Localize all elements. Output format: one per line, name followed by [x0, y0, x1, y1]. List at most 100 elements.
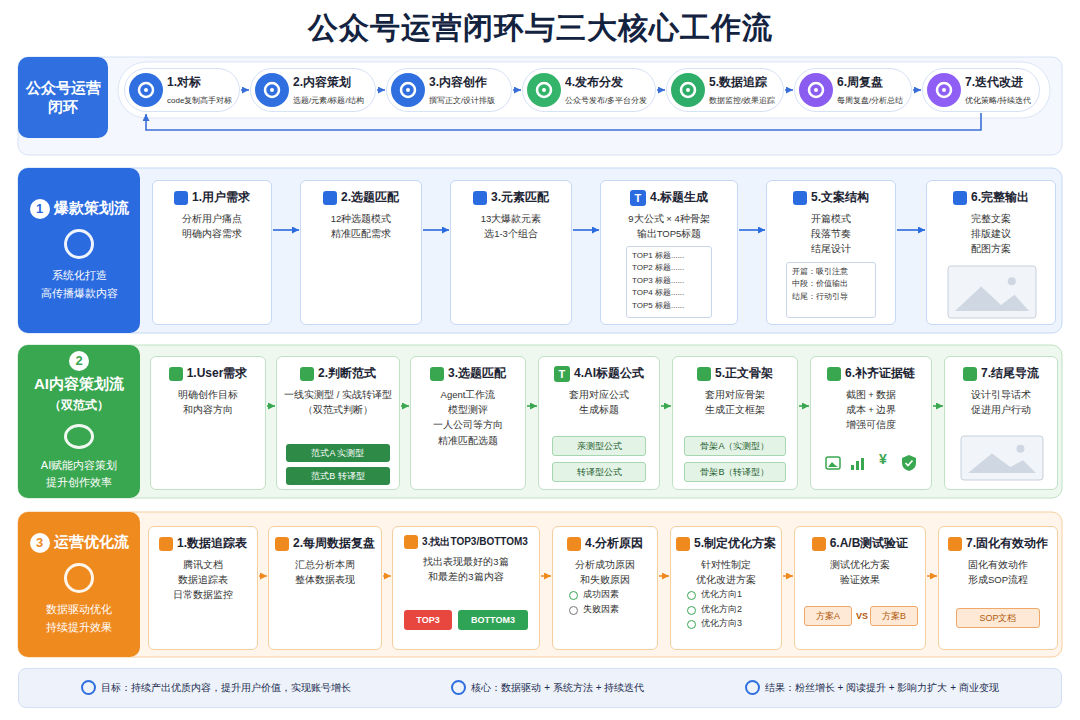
- flow-icon: [64, 229, 94, 259]
- list-item: TOP5 标题......: [632, 300, 706, 312]
- title-row: 公众号运营闭环: [24, 79, 102, 117]
- step-box: 6.A/B测试验证测试优化方案 验证效果 VS 方案A 方案B: [794, 526, 926, 650]
- step-box: 4.分析原因分析成功原因 和失败原因成功因素失败因素: [552, 526, 658, 650]
- tag-label: 范式A 实测型: [311, 447, 364, 460]
- flow-arrow: [146, 113, 981, 130]
- flow-arrow: [897, 229, 925, 231]
- loop-step: 3.内容创作撰写正文/设计排版: [386, 68, 512, 112]
- symbol-label: ¥: [873, 451, 893, 467]
- title-row: 7.结尾导流: [949, 365, 1053, 382]
- step-subtitle: 数据监控/效果追踪: [709, 95, 779, 106]
- title-row: T4.标题生成: [605, 189, 733, 206]
- inner-list: TOP1 标题......TOP2 标题......TOP3 标题......T…: [626, 246, 712, 318]
- step-box: 2.选题匹配12种选题模式 精准匹配需求: [300, 180, 422, 325]
- circ-icon: [129, 73, 163, 107]
- flow-description: 数据驱动优化 持续提升效果: [46, 601, 112, 636]
- step-icon: [174, 191, 188, 205]
- step-title: 1.用户需求: [192, 189, 250, 206]
- step-box: 6.完整输出完整文案 排版建议 配图方案: [926, 180, 1056, 325]
- tag-label: 亲测型公式: [577, 440, 622, 453]
- flow-arrow: [513, 89, 521, 91]
- step-text: 针对性制定 优化改进方案: [675, 557, 777, 587]
- step-subtitle: 每周复盘/分析总结: [837, 95, 907, 106]
- step-title: 3.元素匹配: [491, 189, 549, 206]
- flow-arrow: [383, 575, 391, 577]
- step-box: 5.文案结构开篇模式 段落节奏 结尾设计开篇：吸引注意中段：价值输出结尾：行动引…: [766, 180, 896, 325]
- step-title: 4.发布分发: [565, 74, 651, 91]
- flow-panel: [18, 512, 1062, 657]
- flow-arrow: [423, 229, 449, 231]
- step-title: 7.结尾导流: [981, 365, 1039, 382]
- step-box: 3.元素匹配 13大爆款元素 选1-3个组合: [450, 180, 572, 325]
- flow-arrow: [573, 229, 599, 231]
- flow-arrow: [657, 89, 665, 91]
- flow-label: 2AI内容策划流（双范式）AI赋能内容策划 提升创作效率: [18, 345, 140, 498]
- flow-panel: [18, 168, 1062, 333]
- step-title: 4.分析原因: [585, 535, 643, 552]
- loop-step: 1.对标code复制高手对标: [124, 68, 240, 112]
- step-text: 测试优化方案 验证效果: [799, 557, 921, 587]
- list-item: TOP4 标题......: [632, 287, 706, 299]
- tag-label: 方案B: [882, 610, 906, 623]
- flow-arrow: [927, 575, 937, 577]
- title-row: 1.User需求: [155, 365, 261, 382]
- summary-text: 结果：粉丝增长 + 阅读提升 + 影响力扩大 + 商业变现: [745, 681, 999, 695]
- flow-arrow: [273, 229, 299, 231]
- flow-label: 1爆款策划流系统化打造 高传播爆款内容: [18, 168, 140, 333]
- circ-icon: [671, 73, 705, 107]
- circ-icon: [391, 73, 425, 107]
- tag-pill: 骨架B（转译型）: [684, 462, 786, 482]
- step-text: 12种选题模式 精准匹配需求: [305, 211, 417, 241]
- tag-pill: 方案B: [870, 606, 918, 626]
- flow-description: 系统化打造 高传播爆款内容: [41, 267, 118, 302]
- flow-title: 运营优化流: [54, 533, 129, 552]
- step-text: 开篇模式 段落节奏 结尾设计: [771, 211, 891, 257]
- step-title: 6.A/B测试验证: [830, 535, 909, 552]
- step-title: 6.周复盘: [837, 74, 907, 91]
- list-item: TOP3 标题......: [632, 275, 706, 287]
- step-title: 2.内容策划: [293, 74, 371, 91]
- title-row: 3.选题匹配: [415, 365, 521, 382]
- check-item: 优化方向1: [675, 587, 777, 601]
- step-text: 固化有效动作 形成SOP流程: [943, 557, 1053, 587]
- title-row: 5.文案结构: [771, 189, 891, 206]
- diagram-title: 公众号运营闭环与三大核心工作流: [0, 8, 1080, 49]
- loop-step: 6.周复盘每周复盘/分析总结: [794, 68, 912, 112]
- step-icon: [948, 537, 962, 551]
- icon-letter: T: [554, 366, 570, 382]
- img-icon: [960, 435, 1044, 481]
- list-item: TOP1 标题......: [632, 250, 706, 262]
- flow-arrow: [267, 405, 275, 407]
- title-row: 5.制定优化方案: [675, 535, 777, 552]
- step-text: 13大爆款元素 选1-3个组合: [455, 211, 567, 241]
- step-text: 9大公式 × 4种骨架 输出TOP5标题: [605, 211, 733, 241]
- title-row: 6.完整输出: [931, 189, 1051, 206]
- step-text: 完整文案 排版建议 配图方案: [931, 211, 1051, 257]
- symbol-label: VS: [852, 611, 872, 621]
- title-row: 3.找出TOP3/BOTTOM3: [397, 535, 535, 549]
- img-icon: [947, 265, 1037, 319]
- flow-label: 3运营优化流数据驱动优化 持续提升效果: [18, 512, 140, 657]
- flow-arrow: [241, 89, 249, 91]
- step-box: 5.正文骨架套用对应骨架 生成正文框架骨架A（实测型）骨架B（转译型）: [672, 356, 798, 490]
- loop-step: 4.发布分发公众号发布/多平台分发: [522, 68, 656, 112]
- title-row: 6.补齐证据链: [815, 365, 927, 382]
- step-text: 截图 + 数据 成本 + 边界 增强可信度: [815, 387, 927, 433]
- step-icon: [827, 367, 841, 381]
- title-row: 2.判断范式: [281, 365, 395, 382]
- step-icon: [473, 191, 487, 205]
- tag-label: 方案A: [816, 610, 840, 623]
- shield-icon: [901, 454, 917, 472]
- loop-step: 5.数据追踪数据监控/效果追踪: [666, 68, 784, 112]
- step-title: 3.找出TOP3/BOTTOM3: [422, 535, 528, 549]
- title-row: 4.分析原因: [557, 535, 653, 552]
- step-text: 分析成功原因 和失败原因: [557, 557, 653, 587]
- flow-arrow: [799, 405, 809, 407]
- step-text: 汇总分析本周 整体数据表现: [273, 557, 377, 587]
- flow-arrow: [661, 405, 671, 407]
- flow-number: 1: [30, 199, 50, 219]
- flow-title: 爆款策划流: [54, 199, 129, 218]
- tag-label: 转译型公式: [577, 466, 622, 479]
- step-title: 7.固化有效动作: [966, 535, 1048, 552]
